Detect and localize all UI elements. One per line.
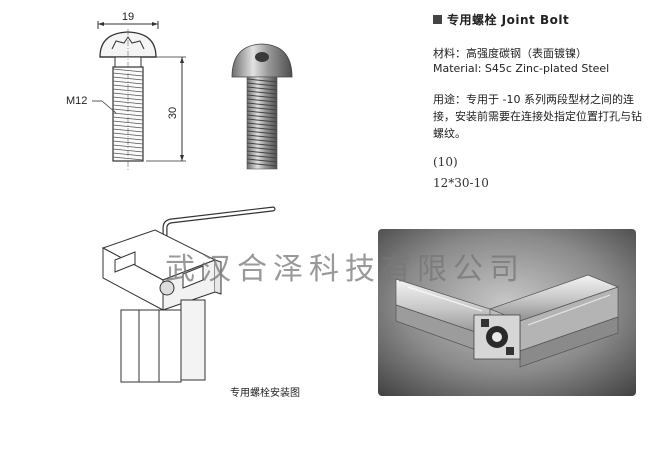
thread-line: [246, 146, 278, 151]
thread-line: [246, 162, 278, 167]
section-title: 专用螺栓 Joint Bolt: [433, 11, 569, 28]
thread-line: [246, 98, 278, 103]
thread-line: [112, 100, 144, 105]
thread-line: [246, 110, 278, 115]
thread-line: [246, 142, 278, 147]
thread-line: [246, 82, 278, 87]
thread-line: [246, 154, 278, 159]
thread-line: [112, 124, 144, 129]
thread-line: [246, 114, 278, 119]
installation-drawing: [101, 206, 276, 383]
install-caption: 专用螺栓安装图: [230, 388, 300, 399]
thread-line: [112, 88, 144, 93]
thread-line: [246, 118, 278, 123]
thread-line: [246, 106, 278, 111]
material-en: Material: S45c Zinc-plated Steel: [433, 62, 610, 75]
thread-line: [112, 132, 144, 137]
thread-line: [112, 144, 144, 149]
assembly-photo: [378, 229, 636, 396]
spec-code: 12*30-10: [433, 176, 489, 190]
usage-text: 用途：专用于 -10 系列两段型材之间的连接，安装前需要在连接处指定位置打孔与钻…: [433, 93, 642, 140]
length-dimension: 30: [167, 107, 179, 119]
thread-line: [246, 126, 278, 131]
thread-line: [112, 80, 144, 85]
width-dimension: 19: [122, 11, 134, 23]
series-code: (10): [433, 155, 458, 169]
thread-line: [246, 102, 278, 107]
thread-line: [246, 138, 278, 143]
company-watermark: 武汉合泽科技有限公司: [165, 252, 525, 287]
thread-line: [246, 158, 278, 163]
thread-line: [246, 134, 278, 139]
thread-line: [246, 150, 278, 155]
thread-label: M12: [66, 95, 87, 107]
thread-line: [246, 90, 278, 95]
material-block: 材料：高强度碳钢（表面镀镍） Material: S45c Zinc-plate…: [433, 46, 609, 76]
bolt-drawing: 19 30 M12: [66, 11, 293, 171]
thread-line: [246, 122, 278, 127]
bullet-square-icon: [433, 15, 442, 24]
thread-line: [246, 78, 278, 83]
thread-line: [246, 94, 278, 99]
material-cn: 材料：高强度碳钢（表面镀镍）: [433, 47, 587, 60]
thread-line: [246, 86, 278, 91]
thread-line: [112, 92, 144, 97]
title-text: 专用螺栓 Joint Bolt: [447, 13, 570, 27]
thread-line: [246, 130, 278, 135]
thread-line: [112, 136, 144, 141]
